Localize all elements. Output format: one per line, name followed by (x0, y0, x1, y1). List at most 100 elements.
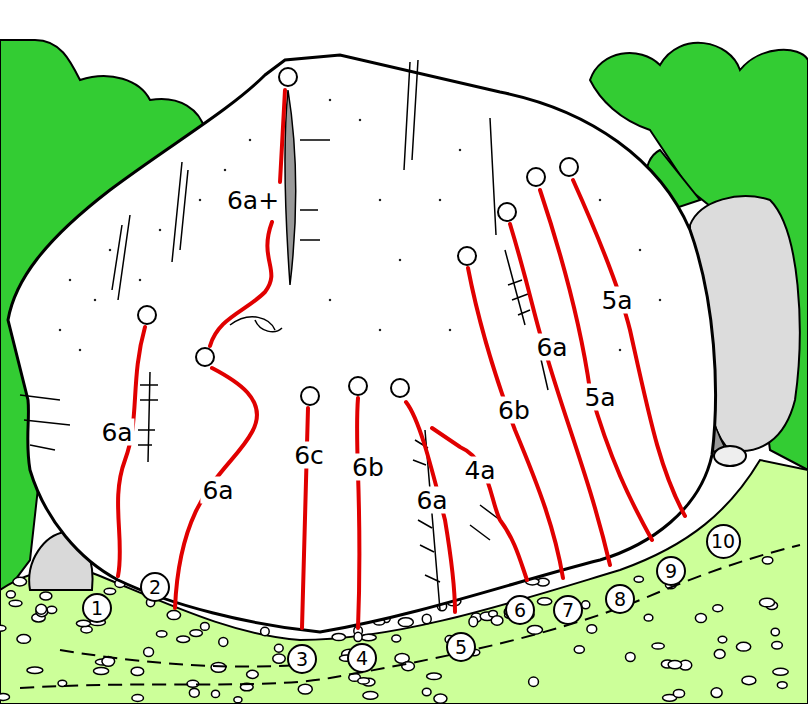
grade-label: 6b (350, 454, 386, 481)
pebble (93, 668, 108, 675)
grade-label: 6a (200, 477, 235, 504)
pebble (652, 643, 664, 649)
pebble (144, 648, 154, 657)
pebble (718, 636, 727, 643)
pebble (274, 644, 283, 652)
pebble (587, 625, 597, 634)
callout-number: 2 (149, 578, 161, 597)
pebble (762, 557, 773, 564)
pebble (434, 694, 447, 703)
grade-label: 6b (496, 397, 532, 424)
pebble (736, 642, 750, 651)
pebble (402, 662, 415, 671)
texture-dot (379, 199, 381, 201)
pebble (527, 625, 542, 634)
route-number: 3 (287, 644, 317, 674)
texture-dot (459, 149, 461, 151)
texture-dot (59, 329, 61, 331)
pebble (273, 654, 285, 663)
pebble (695, 613, 706, 622)
pebble (200, 622, 209, 630)
texture-dot (399, 259, 401, 261)
cracks (20, 60, 548, 610)
pebble (76, 620, 90, 626)
pebble (211, 662, 226, 672)
pebble (422, 614, 431, 624)
pebble (574, 646, 584, 653)
pebble (0, 693, 10, 700)
texture-dot (329, 99, 331, 101)
grade-label: 5a (599, 287, 634, 314)
pebble (759, 598, 774, 607)
pebble (363, 692, 378, 700)
route-number: 5 (446, 632, 476, 662)
pebble (713, 605, 723, 612)
texture-dot (639, 249, 641, 251)
grade-label: 6a (99, 419, 134, 446)
texture-dot (329, 299, 331, 301)
texture-dot (449, 329, 451, 331)
pebble (211, 690, 219, 697)
pebble (398, 618, 413, 627)
route-number: 9 (656, 556, 686, 586)
pebble (9, 600, 22, 606)
boulder (8, 55, 716, 632)
pebble (234, 697, 242, 703)
texture-dot (619, 349, 621, 351)
pebble (777, 682, 787, 689)
callout-number: 7 (562, 601, 574, 620)
pebble (6, 591, 15, 598)
pebble (742, 676, 756, 685)
flake (285, 90, 296, 285)
pebble (36, 604, 47, 614)
grade-label: 6c (292, 442, 326, 469)
pebble (634, 576, 643, 582)
pebble (27, 667, 43, 673)
callout-number: 8 (614, 590, 626, 609)
pebble (529, 677, 539, 686)
pebble (156, 631, 167, 637)
grade-label: 6a+ (225, 187, 281, 214)
pebble (131, 667, 144, 675)
pebble (177, 636, 190, 642)
pebble (625, 653, 635, 662)
anchors (138, 68, 578, 405)
route-number: 8 (605, 584, 635, 614)
pebble (427, 673, 442, 680)
pebble (361, 634, 376, 640)
callout-number: 3 (296, 650, 308, 669)
texture-dots (59, 99, 661, 351)
pebble (0, 625, 6, 631)
pebble (772, 642, 783, 649)
callout-number: 10 (711, 532, 735, 551)
pebble (392, 635, 401, 642)
texture-dot (659, 299, 661, 301)
texture-dot (224, 169, 226, 171)
grade-label: 6a (534, 334, 569, 361)
pebble (422, 688, 431, 695)
pebble (219, 638, 228, 647)
route-number: 1 (82, 593, 112, 623)
pebble (13, 577, 27, 586)
texture-dot (109, 249, 111, 251)
pebble (714, 650, 725, 659)
callout-number: 9 (665, 562, 677, 581)
pebble (332, 633, 345, 640)
pebble (469, 617, 478, 627)
texture-dot (159, 229, 161, 231)
pebble (771, 628, 779, 636)
pebble (711, 688, 722, 698)
pebble (104, 588, 116, 594)
pebble (354, 632, 362, 641)
pebble (668, 660, 681, 668)
pebble (298, 684, 312, 694)
route-number: 2 (140, 572, 170, 602)
texture-dot (359, 119, 361, 121)
callout-number: 4 (356, 649, 368, 668)
pebble (247, 670, 259, 678)
pebble (491, 616, 503, 625)
route-number: 10 (706, 524, 741, 559)
texture-dot (599, 199, 601, 201)
texture-dot (79, 349, 81, 351)
